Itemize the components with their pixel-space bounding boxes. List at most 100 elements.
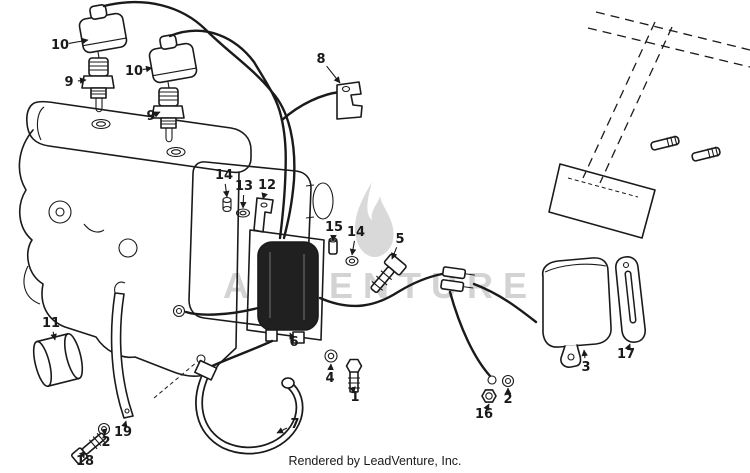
cdi-unit	[541, 257, 612, 368]
frame-gusset-plate	[548, 163, 656, 239]
ignition-coil-body	[257, 241, 319, 331]
stud-1-threads	[666, 135, 678, 148]
part-label: 18	[76, 454, 94, 469]
harness-wire-right	[472, 282, 538, 324]
nut-16-hole	[485, 392, 493, 400]
cdi-mount-ear	[560, 344, 582, 368]
harness-wire-left	[318, 272, 444, 308]
frame-tube-diag-1	[582, 21, 656, 179]
tube-7-tip	[281, 377, 295, 389]
part-label: 15	[325, 220, 343, 235]
plug-shell-1	[90, 87, 107, 99]
washer-14-hole	[348, 258, 356, 264]
coil-ground-wire	[184, 306, 260, 316]
cdi-ear-hole	[567, 353, 575, 361]
part-label: 3	[581, 360, 590, 375]
cylinder-11-right-end	[63, 332, 84, 380]
frame-tube-top-2	[587, 27, 750, 68]
cdi-top-edge	[544, 263, 607, 273]
washer-2-left	[97, 422, 111, 436]
leader-line	[261, 192, 268, 200]
part-label: 10	[51, 38, 69, 53]
stud-1-body	[650, 135, 680, 151]
part-label: 11	[42, 316, 60, 331]
nut-16-hex	[481, 389, 497, 403]
stud-bolt-2	[691, 146, 721, 162]
washer-4	[324, 349, 338, 363]
clamp-leader-dashed	[153, 361, 198, 399]
frame-tube-top-1	[595, 11, 750, 51]
leader-line	[483, 403, 490, 411]
plug-hole-2	[170, 149, 182, 155]
spark-plug-wires	[102, 0, 342, 240]
part-label: 10	[125, 64, 143, 79]
bolt-1-shaft	[349, 371, 359, 393]
coil-tower-1	[265, 329, 278, 342]
part-callout-1: 1	[349, 386, 360, 405]
part-label: 8	[316, 52, 325, 67]
ring-terminal-hole	[175, 307, 183, 315]
washer-2l-hole	[101, 426, 107, 432]
boot-collar-2	[152, 67, 197, 77]
stud-2-body	[691, 146, 721, 162]
leader-line	[391, 247, 398, 260]
wire-branch-to-clamp	[280, 90, 342, 122]
tube-7-connector	[194, 359, 218, 381]
plug-insulator-1	[88, 57, 109, 77]
wiring-harness	[318, 266, 538, 385]
strap-19-outline	[110, 292, 134, 419]
wire-clamp-bracket	[336, 81, 363, 120]
head-end-line	[36, 106, 45, 141]
cylinder-11-left-end	[32, 340, 53, 388]
part-callout-12: 12	[258, 178, 276, 200]
cylinder-head-top	[26, 100, 252, 174]
case-boss	[118, 238, 138, 258]
part-callout-17: 17	[617, 343, 635, 362]
tube-7-inner	[196, 371, 302, 453]
washer-2r-outer	[501, 374, 515, 388]
plug-hex-1	[81, 75, 115, 89]
nut-16	[481, 389, 497, 403]
tube-7-end-fitting	[194, 359, 218, 381]
washer-13	[235, 208, 251, 218]
wire-loop-7	[194, 359, 304, 455]
washer-4-outer	[324, 349, 338, 363]
mount-bracket-17	[615, 256, 646, 343]
part-label: 9	[64, 75, 73, 90]
bolt-5-threads	[371, 270, 393, 291]
footer-credit: Rendered by LeadVenture, Inc.	[288, 454, 461, 468]
leader-line	[78, 451, 86, 459]
part-callout-13: 13	[235, 179, 253, 209]
part-label: 19	[114, 425, 132, 440]
plug-boot-nipple-2	[159, 34, 178, 50]
leader-line	[581, 349, 588, 359]
spacer-bottom	[222, 205, 232, 213]
part-label: 4	[325, 371, 334, 386]
spacer-top	[222, 196, 232, 204]
crankcase-outline	[18, 129, 240, 377]
spark-plug-2	[151, 81, 185, 143]
leader-line	[68, 37, 89, 45]
leader-line	[142, 65, 153, 73]
plug-insulator-2	[158, 87, 179, 107]
ignition-coil-assembly	[172, 229, 325, 370]
plug-wire-2	[168, 29, 287, 240]
ground-lead-ring	[487, 375, 497, 385]
plug-hole-boss-2	[166, 146, 186, 158]
flame-watermark-icon	[354, 182, 394, 258]
coil-mount-bracket	[246, 229, 325, 341]
bolt-18-threads	[88, 432, 106, 450]
spacer-stack	[222, 196, 274, 233]
leader-line	[276, 427, 288, 434]
part-callout-5: 5	[391, 232, 405, 260]
part-label: 6	[289, 335, 298, 350]
part-callout-11: 11	[42, 316, 60, 341]
screw-15	[328, 237, 338, 255]
intake-stub-lines	[305, 184, 315, 219]
part-callout-3: 3	[581, 349, 591, 375]
part-label: 7	[290, 417, 299, 432]
part-callout-9: 9	[64, 75, 87, 90]
plug-ribs-2	[159, 91, 178, 101]
part-callout-16: 16	[475, 403, 493, 422]
part-callout-7: 7	[276, 417, 300, 434]
